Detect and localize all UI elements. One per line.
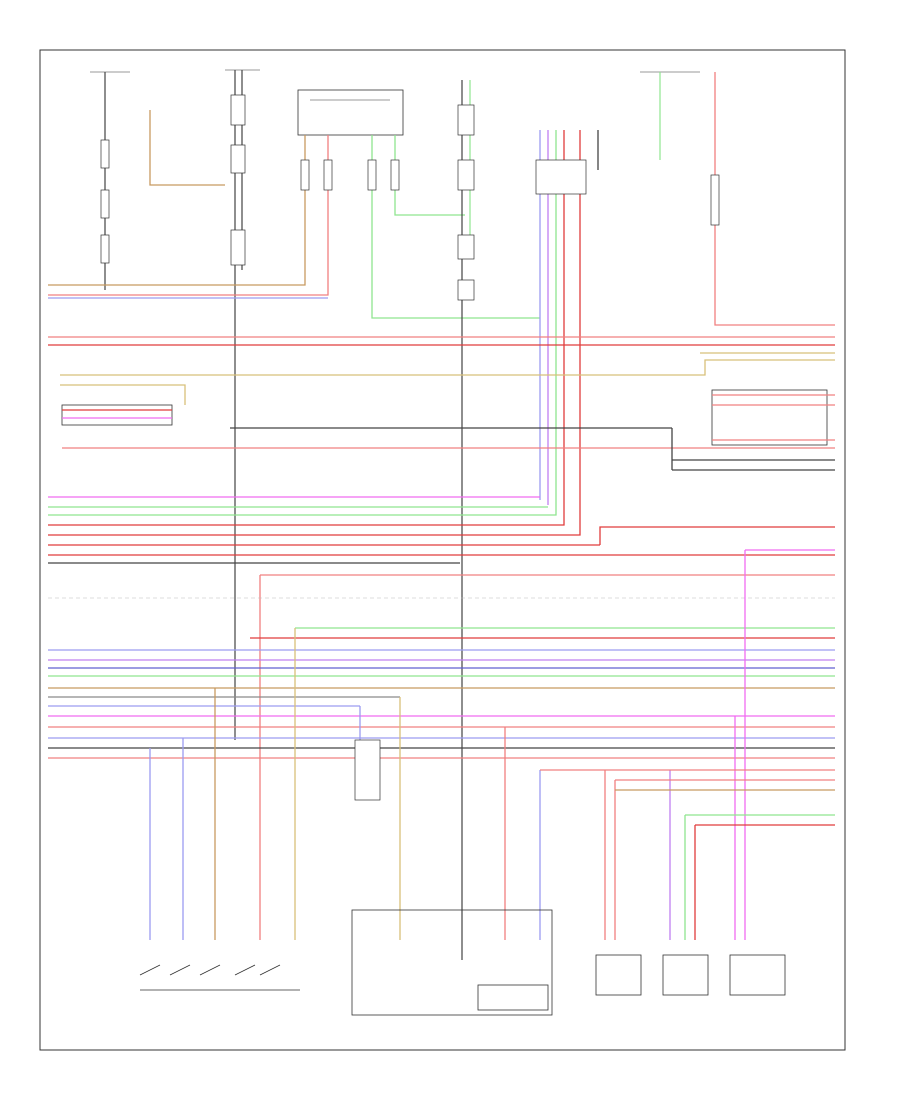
fuse-left xyxy=(90,71,130,290)
multi-connector xyxy=(48,130,599,536)
fuse-center xyxy=(457,80,475,960)
sensor-3 xyxy=(729,954,786,996)
connector-center-small xyxy=(354,739,381,801)
switch-module-left xyxy=(139,964,300,991)
sensor-2 xyxy=(662,954,709,996)
right-connector xyxy=(711,389,835,446)
brown-wire xyxy=(149,110,225,186)
relay-box xyxy=(48,89,540,319)
fuse-2 xyxy=(225,69,260,740)
left-relay-group xyxy=(61,404,835,449)
fuse-right xyxy=(640,71,835,326)
diagram-frame xyxy=(39,49,846,1051)
sensor-1 xyxy=(595,954,642,996)
switch-module-center xyxy=(351,909,553,1016)
